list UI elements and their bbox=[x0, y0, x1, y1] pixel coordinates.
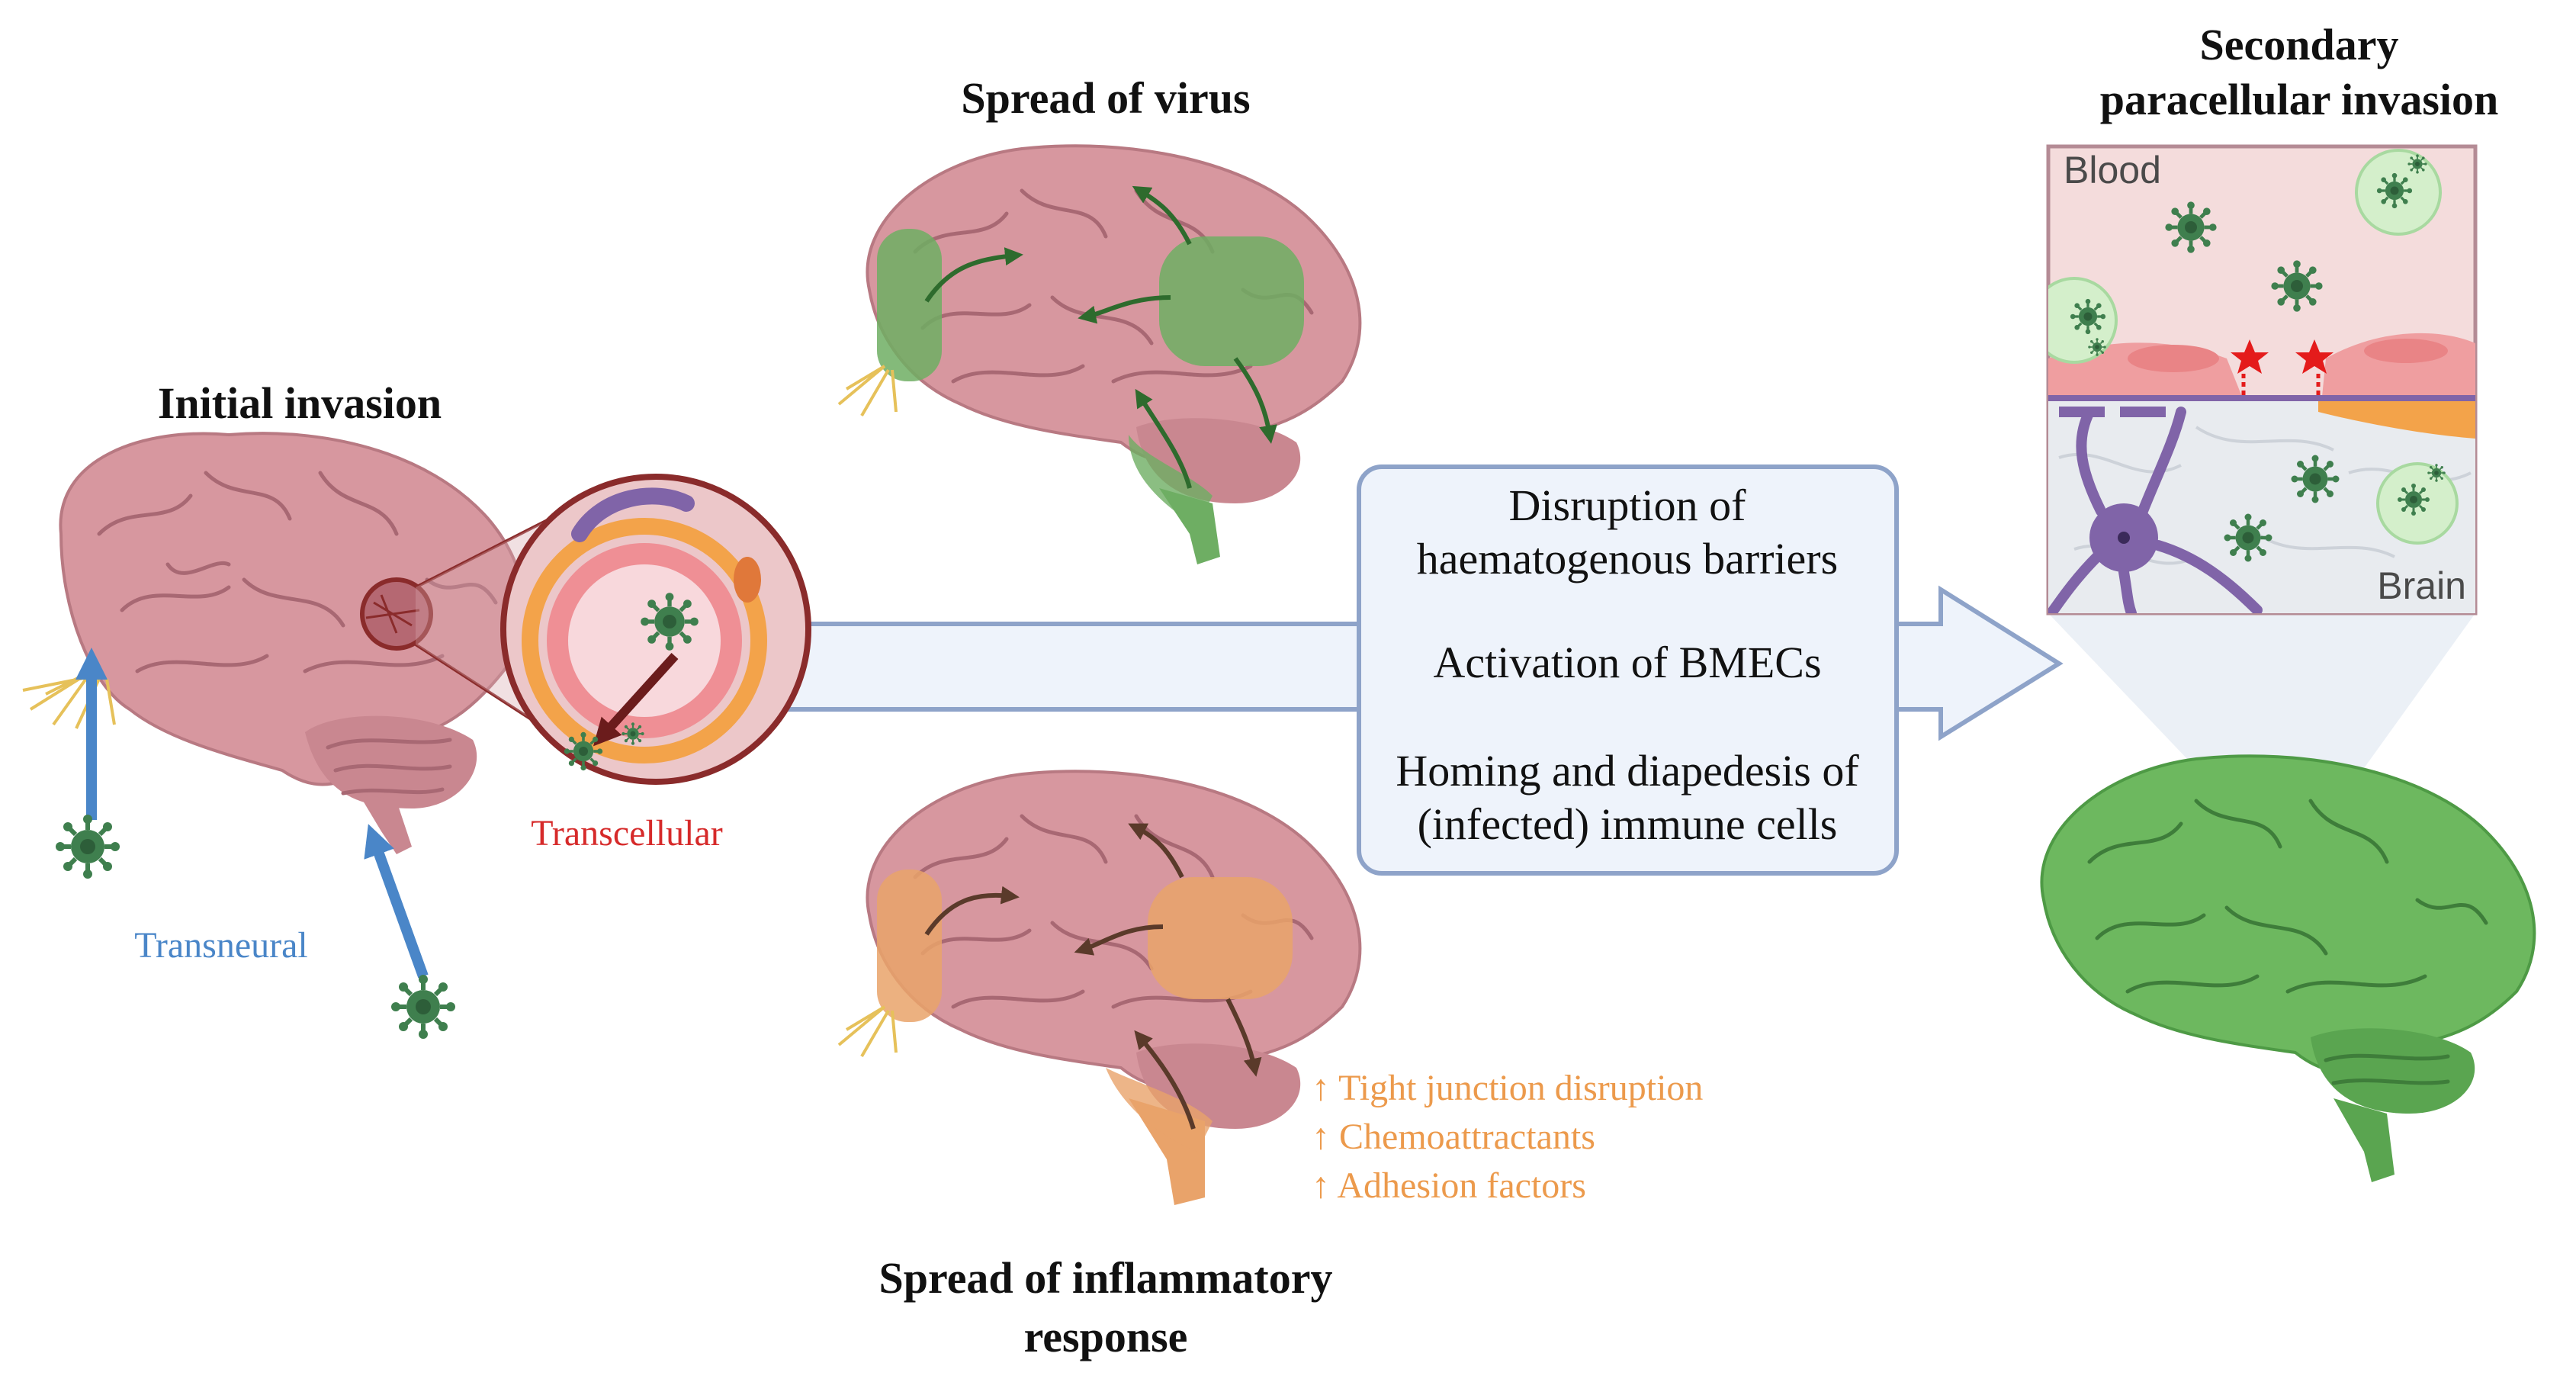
initial-invasion-title: Initial invasion bbox=[158, 378, 442, 428]
initial-invasion-group: Initial invasion bbox=[22, 378, 811, 1039]
bloodstream-arrow bbox=[364, 824, 429, 979]
panel-line: Activation of BMECs bbox=[1433, 638, 1821, 687]
virus-icon bbox=[2292, 455, 2340, 503]
center-panel: Disruption of haematogenous barriers Act… bbox=[1357, 464, 1899, 876]
secondary-invasion-group: Secondary paracellular invasion bbox=[2040, 20, 2536, 1182]
blood-vessel-icon bbox=[500, 474, 811, 785]
bbb-inset: Blood Brain bbox=[2046, 144, 2478, 616]
inflammation-item: ↑ Adhesion factors bbox=[1312, 1165, 1586, 1206]
virus-icon bbox=[2224, 514, 2272, 562]
virus-icon bbox=[2165, 201, 2216, 252]
inflammation-item: ↑ Tight junction disruption bbox=[1312, 1068, 1703, 1108]
star-icon bbox=[2231, 339, 2333, 374]
spread-virus-group: Spread of virus bbox=[837, 73, 1362, 564]
brain-icon bbox=[837, 144, 1362, 564]
brain-label: Brain bbox=[2377, 564, 2466, 607]
brain-icon bbox=[2040, 754, 2536, 1182]
virus-icon bbox=[56, 815, 120, 879]
brain-icon bbox=[59, 432, 526, 854]
secondary-title: paracellular invasion bbox=[2100, 75, 2499, 124]
virus-icon bbox=[391, 975, 455, 1039]
transcellular-label: Transcellular bbox=[531, 813, 723, 853]
spread-virus-title: Spread of virus bbox=[961, 73, 1250, 123]
blood-label: Blood bbox=[2064, 149, 2161, 191]
panel-line: (infected) immune cells bbox=[1418, 799, 1838, 849]
panel-line: haematogenous barriers bbox=[1417, 534, 1838, 583]
transneural-label: Transneural bbox=[134, 925, 308, 966]
secondary-title: Secondary bbox=[2200, 20, 2399, 69]
brain-icon bbox=[837, 770, 1362, 1205]
spread-inflammation-title: Spread of inflammatory bbox=[878, 1253, 1332, 1303]
virus-icon bbox=[2271, 260, 2322, 311]
panel-line: Homing and diapedesis of bbox=[1396, 746, 1859, 796]
panel-line: Disruption of bbox=[1509, 481, 1747, 530]
neuron-icon bbox=[2048, 407, 2263, 613]
inflammation-item: ↑ Chemoattractants bbox=[1312, 1117, 1595, 1157]
spread-inflammation-title: response bbox=[1024, 1312, 1188, 1361]
spread-inflammation-group: ↑ Tight junction disruption ↑ Chemoattra… bbox=[837, 770, 1703, 1361]
